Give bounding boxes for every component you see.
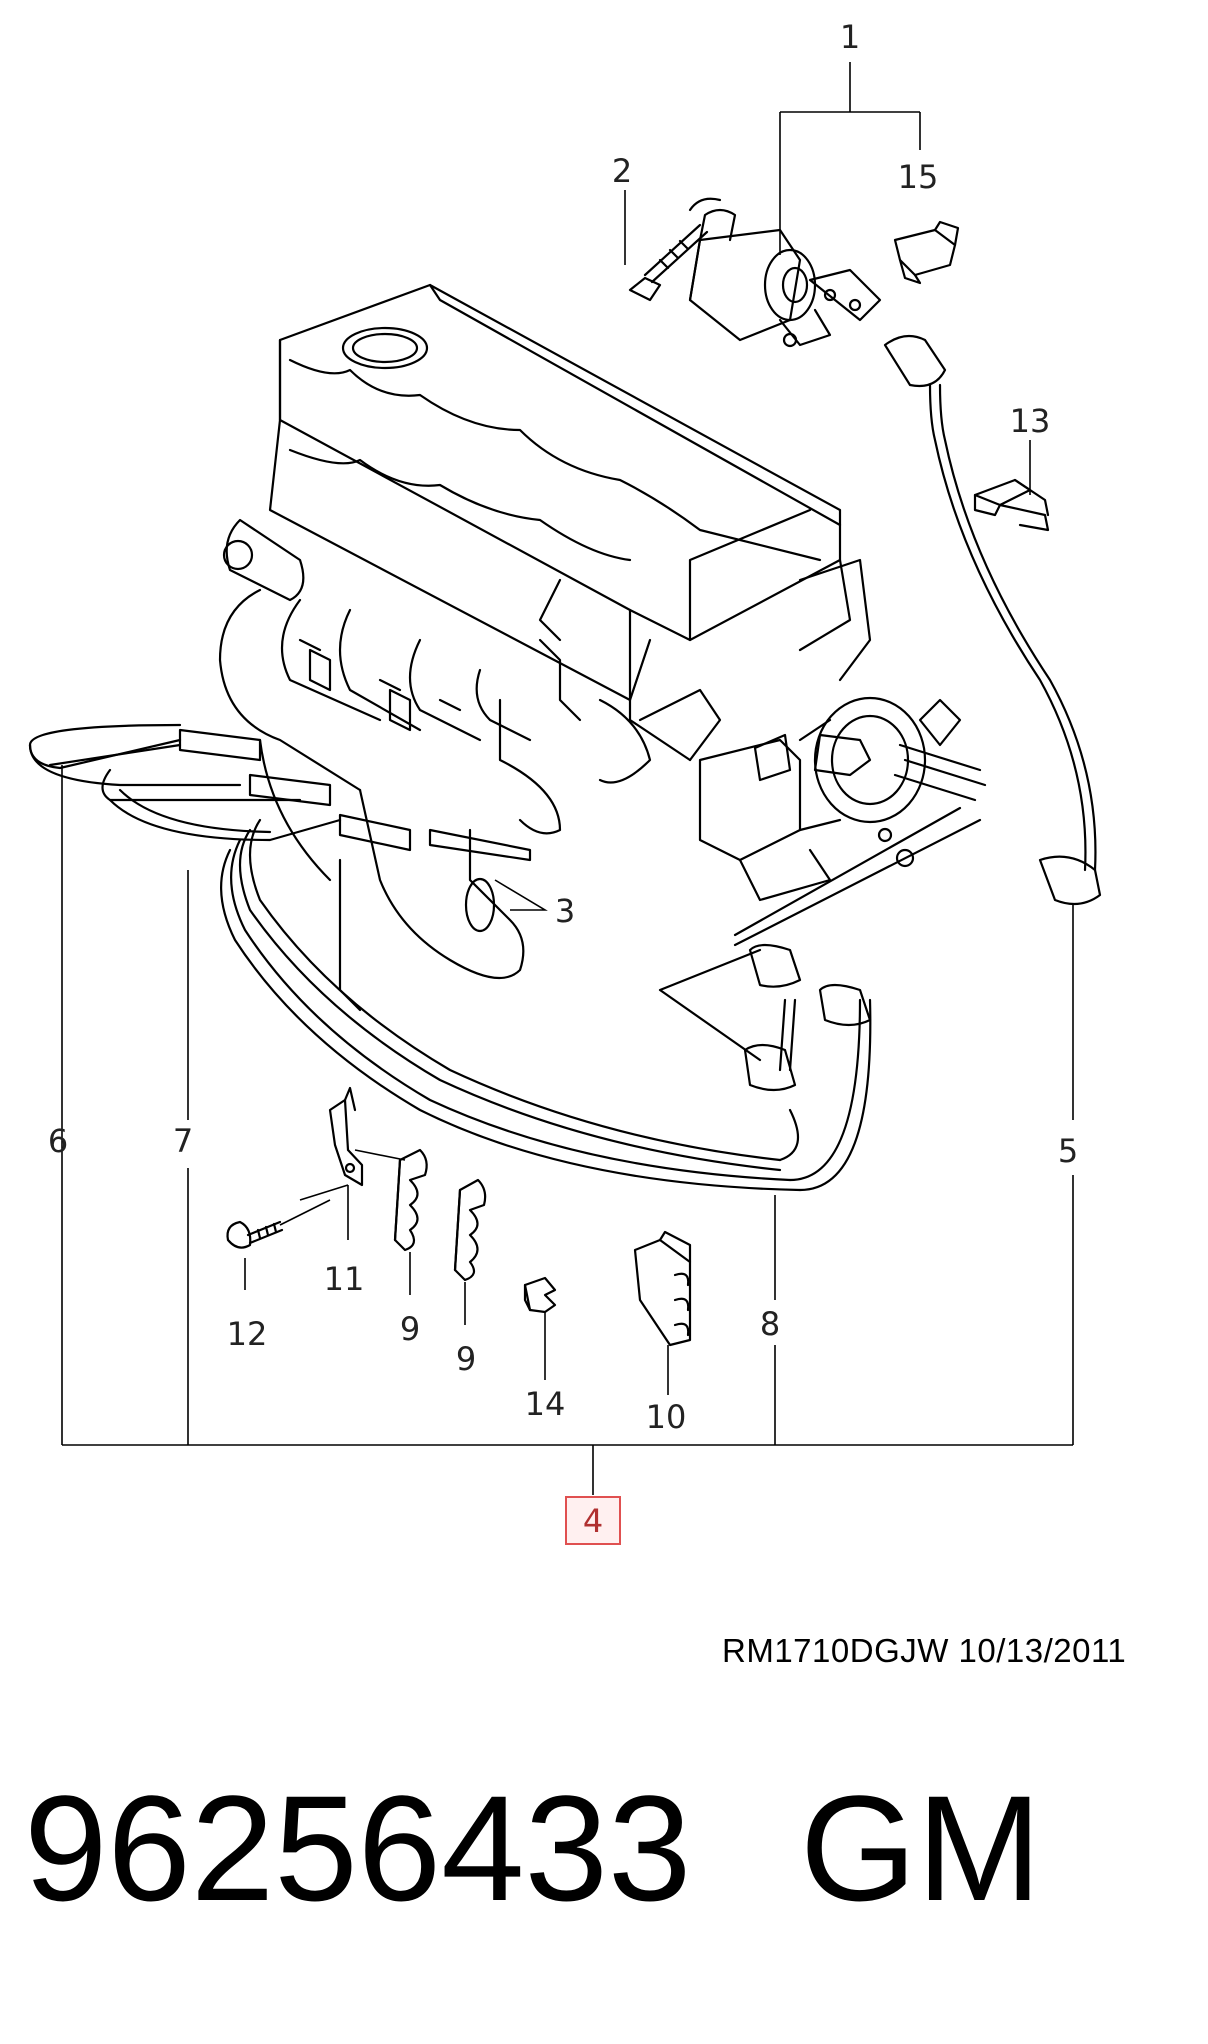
callout-4-highlight-box bbox=[565, 1496, 621, 1545]
coil-wire-5-drawing bbox=[883, 334, 1102, 906]
engine-head-drawing bbox=[268, 283, 872, 762]
clip-11-drawing bbox=[328, 1086, 364, 1187]
clip-9a-drawing bbox=[393, 1148, 428, 1252]
callout-13: 13 bbox=[1010, 402, 1051, 440]
leader-lines bbox=[61, 62, 1074, 1495]
callout-15: 15 bbox=[898, 158, 939, 196]
callout-11: 11 bbox=[324, 1260, 365, 1298]
callouts: 1 2 15 13 3 6 7 5 11 12 9 9 14 10 8 4 bbox=[48, 18, 1078, 1545]
callout-6: 6 bbox=[48, 1122, 68, 1160]
callout-10: 10 bbox=[646, 1398, 687, 1436]
exhaust-manifold-drawing bbox=[218, 518, 722, 1012]
bolt-12-drawing bbox=[226, 1220, 284, 1249]
spark-plug-wires-drawing bbox=[28, 723, 982, 1192]
callout-9a: 9 bbox=[400, 1310, 420, 1348]
callout-3: 3 bbox=[555, 892, 575, 930]
callout-5: 5 bbox=[1058, 1132, 1078, 1170]
bracket-15-drawing bbox=[893, 220, 960, 285]
reference-code: RM1710DGJW 10/13/2011 bbox=[722, 1632, 1127, 1669]
callout-12: 12 bbox=[227, 1315, 268, 1353]
callout-9b: 9 bbox=[456, 1340, 476, 1378]
ignition-coil-drawing bbox=[688, 197, 882, 348]
brand-name: GM bbox=[800, 1764, 1042, 1932]
bolt-2-drawing bbox=[628, 223, 709, 302]
callout-14: 14 bbox=[525, 1385, 566, 1423]
bracket-10-drawing bbox=[633, 1230, 692, 1347]
callout-8: 8 bbox=[760, 1305, 780, 1343]
clip-13-drawing bbox=[973, 478, 1050, 532]
callout-1: 1 bbox=[840, 18, 860, 56]
part-number: 96256433 bbox=[24, 1764, 692, 1932]
distributor-drawing bbox=[698, 696, 987, 902]
clip-9b-drawing bbox=[453, 1178, 487, 1282]
callout-7: 7 bbox=[173, 1122, 193, 1160]
clip-14-drawing bbox=[523, 1276, 557, 1314]
callout-4: 4 bbox=[583, 1502, 603, 1540]
callout-2: 2 bbox=[612, 152, 632, 190]
